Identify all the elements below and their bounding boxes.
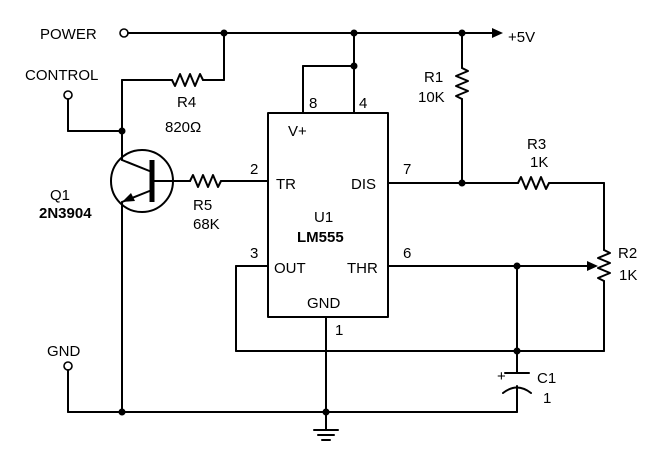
control-label: CONTROL bbox=[25, 67, 98, 84]
pin-4: 4 bbox=[359, 95, 367, 112]
discharge-net bbox=[387, 176, 611, 352]
gnd-label: GND bbox=[47, 343, 81, 360]
r5-ref: R5 bbox=[193, 197, 212, 214]
r2-value: 1K bbox=[619, 267, 637, 284]
pin-1: 1 bbox=[335, 322, 343, 339]
ic-thr: THR bbox=[347, 260, 378, 277]
ic-part: LM555 bbox=[297, 229, 344, 246]
c1-polarity: + bbox=[497, 368, 506, 385]
output-loop bbox=[235, 265, 605, 355]
r3-resistor-icon bbox=[517, 176, 550, 190]
pin-7: 7 bbox=[403, 161, 411, 178]
gnd-terminal-icon bbox=[63, 361, 73, 371]
q1-transistor bbox=[110, 149, 191, 413]
r3-ref: R3 bbox=[527, 136, 546, 153]
ic-ref: U1 bbox=[314, 209, 333, 226]
r4-resistor-icon bbox=[171, 73, 204, 87]
r3-value: 1K bbox=[530, 154, 548, 171]
r2-resistor-icon bbox=[597, 249, 611, 282]
r5-value: 68K bbox=[193, 216, 220, 233]
r1-resistor-icon bbox=[455, 67, 469, 100]
r1-resistor bbox=[455, 32, 469, 184]
pins-8-4 bbox=[302, 32, 358, 114]
r5-resistor-icon bbox=[189, 174, 222, 188]
c1-ref: C1 bbox=[537, 370, 556, 387]
r4-branch bbox=[121, 32, 225, 87]
q1-ref: Q1 bbox=[50, 187, 70, 204]
pin-6: 6 bbox=[403, 245, 411, 262]
ic-vplus: V+ bbox=[288, 123, 307, 140]
r1-ref: R1 bbox=[424, 69, 443, 86]
r5-resistor bbox=[189, 174, 269, 188]
r2-ref: R2 bbox=[618, 245, 637, 262]
r4-value: 820Ω bbox=[165, 119, 201, 136]
ic-gnd: GND bbox=[307, 295, 341, 312]
ground-icon bbox=[313, 429, 339, 441]
power-label: POWER bbox=[40, 26, 97, 43]
supply-label: +5V bbox=[508, 29, 535, 46]
ground-net bbox=[63, 316, 518, 441]
c1-value: 1 bbox=[543, 390, 551, 407]
ic-out: OUT bbox=[274, 260, 306, 277]
ic-dis: DIS bbox=[351, 176, 376, 193]
power-terminal-icon bbox=[119, 28, 129, 38]
r4-ref: R4 bbox=[177, 94, 196, 111]
power-rail bbox=[119, 28, 503, 38]
threshold-net bbox=[387, 261, 598, 374]
r1-value: 10K bbox=[418, 89, 445, 106]
pin-8: 8 bbox=[309, 95, 317, 112]
q1-part: 2N3904 bbox=[39, 205, 92, 222]
pin-3: 3 bbox=[250, 245, 258, 262]
c1-capacitor bbox=[502, 372, 532, 413]
pin-2: 2 bbox=[250, 161, 258, 178]
u1-ic-body bbox=[267, 112, 389, 318]
control-terminal-icon bbox=[63, 90, 73, 100]
control-branch bbox=[63, 79, 126, 161]
arrow-right-icon bbox=[492, 28, 503, 38]
ic-tr: TR bbox=[276, 176, 296, 193]
